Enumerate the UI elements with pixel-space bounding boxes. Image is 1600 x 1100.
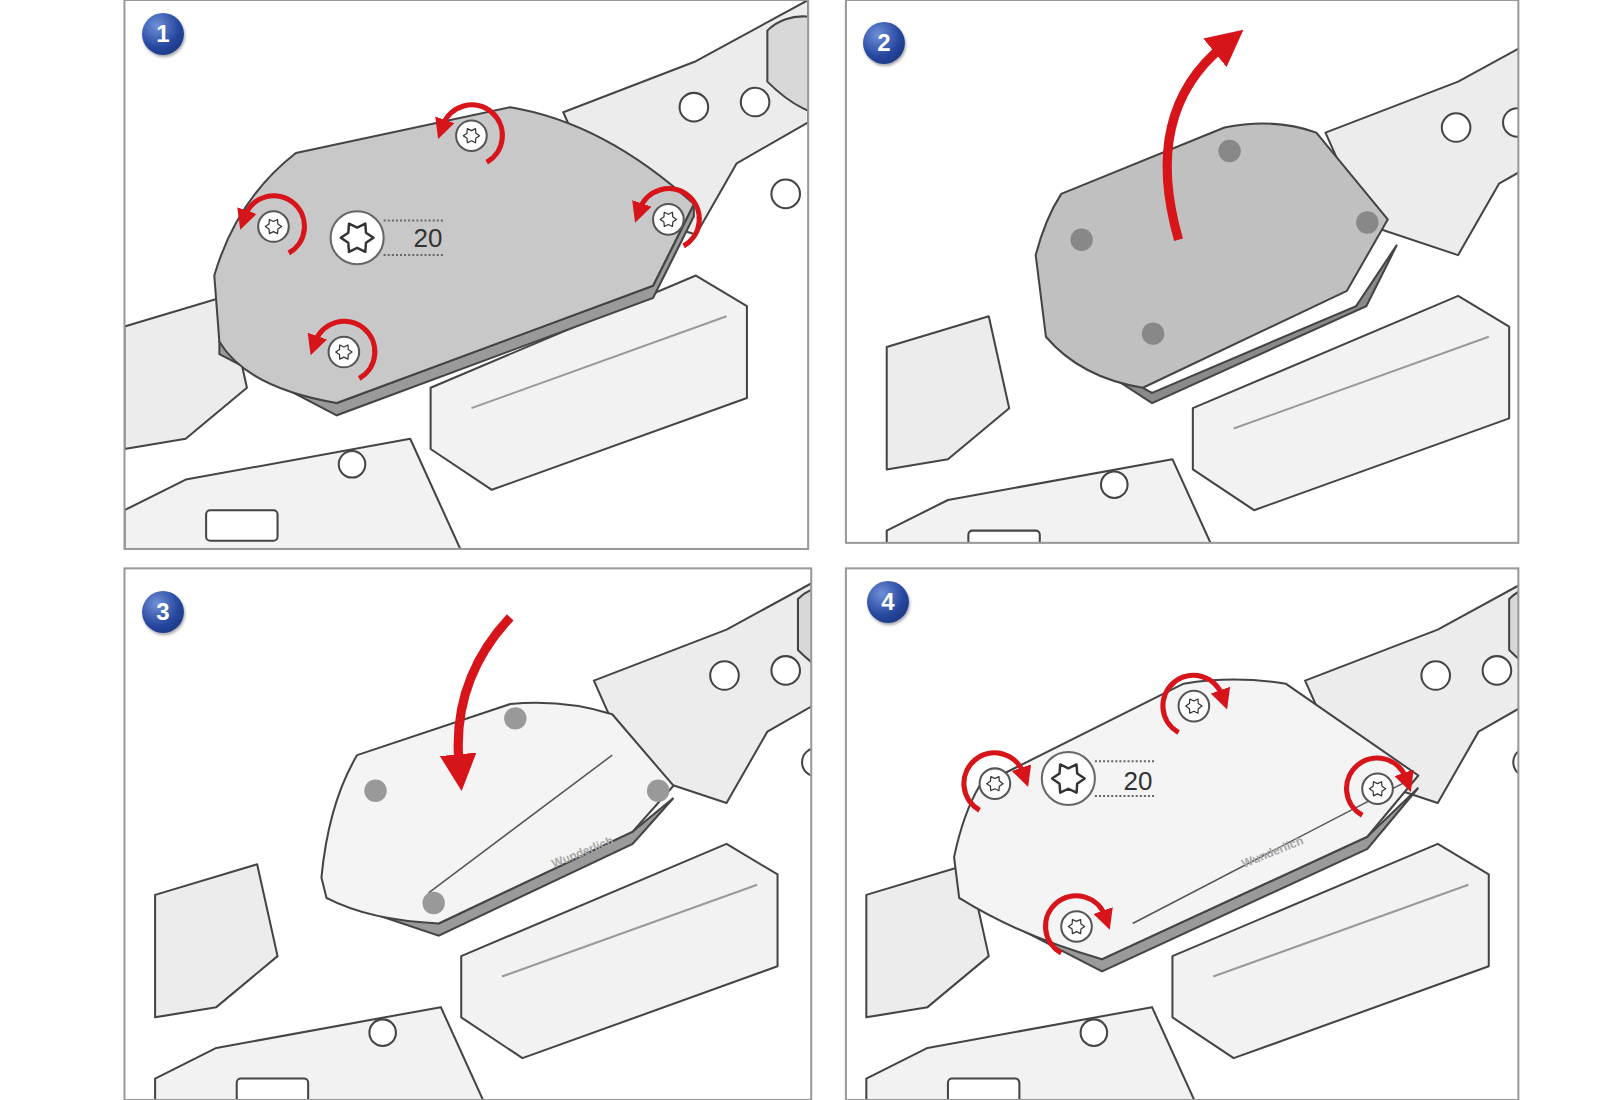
step-number: 2	[863, 22, 905, 64]
step-number: 4	[867, 581, 909, 623]
torx-size: 20	[1122, 766, 1155, 796]
step-number: 3	[142, 591, 184, 633]
step-number: 1	[142, 13, 184, 55]
torx-size: 20	[412, 223, 445, 253]
